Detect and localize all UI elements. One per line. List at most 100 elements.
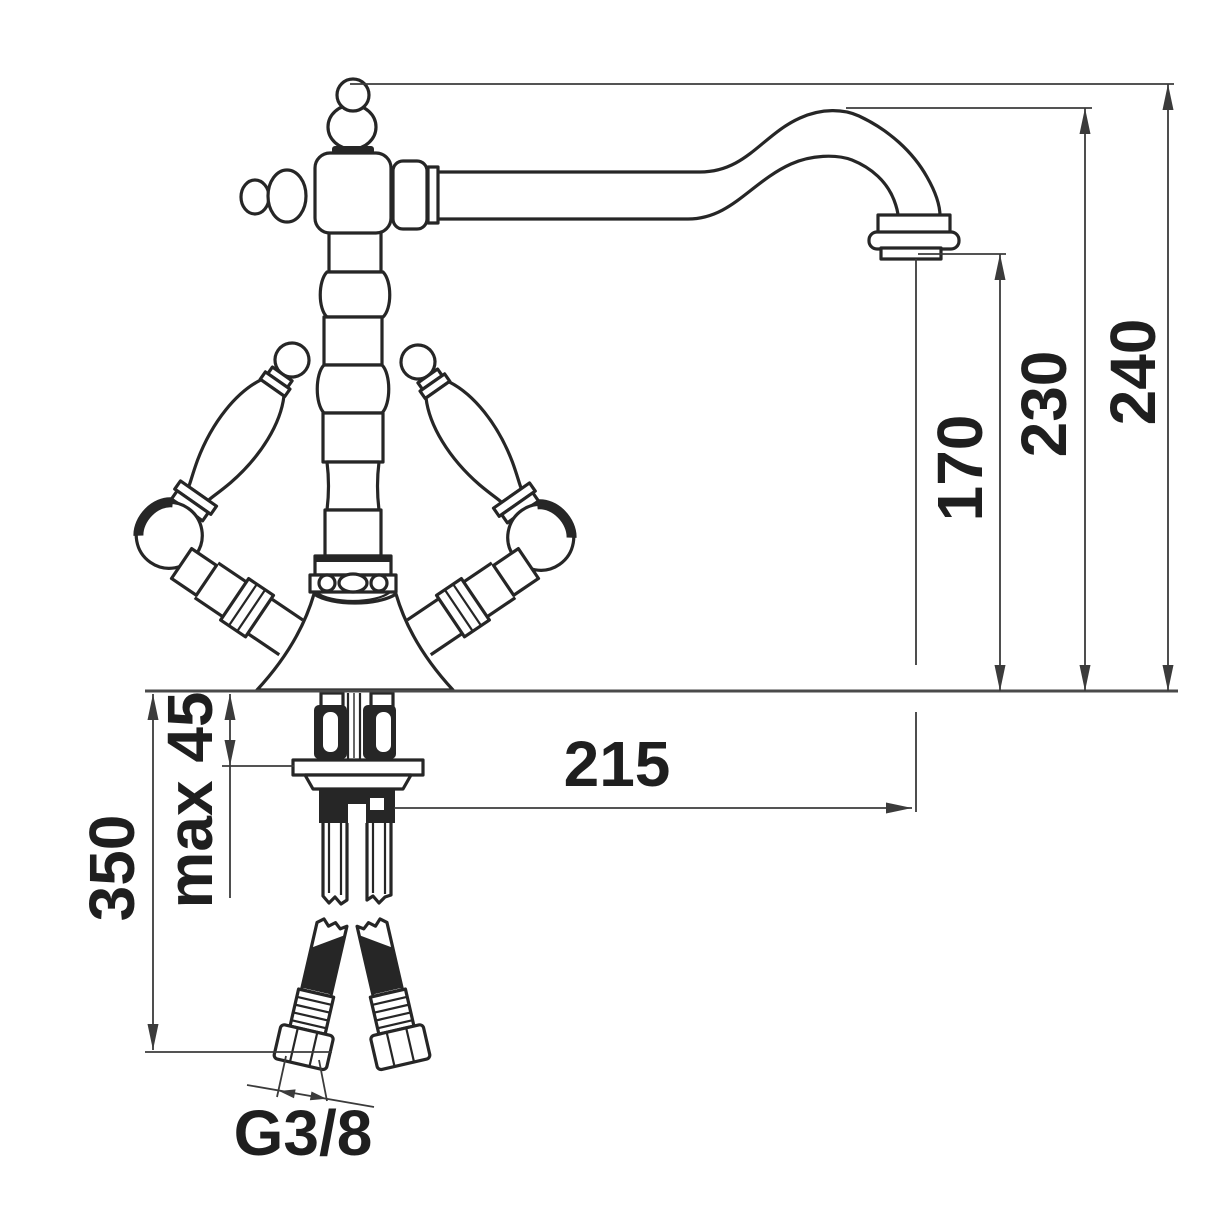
rib-line xyxy=(294,1003,331,1014)
hose-left xyxy=(272,917,349,1072)
spout-bottom-edge xyxy=(437,154,900,221)
valve-body xyxy=(239,77,440,235)
arrow-up xyxy=(994,254,1006,280)
mounting-nut-left xyxy=(319,802,348,823)
sleeve-line xyxy=(228,583,258,627)
arrow-up xyxy=(224,694,236,720)
rib-line xyxy=(291,1019,327,1030)
arrow-up xyxy=(1079,108,1091,134)
base-cone xyxy=(255,592,455,692)
rib-line xyxy=(377,1019,413,1030)
column xyxy=(308,230,398,603)
arrow-right xyxy=(309,1091,327,1101)
column-seg xyxy=(323,508,383,558)
spout-hub-rings xyxy=(426,165,440,225)
rib-line xyxy=(292,1011,329,1022)
spout-hub xyxy=(391,159,429,231)
column-bulge xyxy=(318,270,392,319)
mounting-nut-notch xyxy=(370,798,384,810)
hose-right xyxy=(355,917,432,1072)
handle-right-grip xyxy=(424,380,523,505)
handle-left-arm-sleeve xyxy=(219,577,276,639)
arrow-down xyxy=(1079,665,1091,691)
handle-left xyxy=(133,341,311,570)
arrow-left xyxy=(279,1089,296,1099)
body-block xyxy=(313,151,393,235)
rib-line xyxy=(296,995,333,1006)
base-dish xyxy=(315,591,391,603)
column-neck xyxy=(325,460,381,512)
spout xyxy=(437,109,961,261)
spout-top-edge xyxy=(437,109,942,217)
rib-line xyxy=(375,1011,412,1022)
dim-outlet-height: 170 xyxy=(924,254,1006,691)
column-seg xyxy=(321,411,385,464)
handle-right-arm-sleeve xyxy=(434,577,491,639)
rib-line xyxy=(371,995,408,1006)
stud-left-top xyxy=(319,691,345,709)
dim-hose-length: 350 xyxy=(76,694,159,1050)
side-knob-small-ball xyxy=(239,178,271,216)
column-flange-band xyxy=(316,556,390,562)
arrow-down xyxy=(224,740,236,766)
g38-ext-right xyxy=(318,1059,328,1102)
faucet-above-counter xyxy=(133,77,961,692)
handle-left-grip xyxy=(187,378,286,503)
dim-max-deck-thickness: max 45 xyxy=(154,691,236,909)
column-seg xyxy=(322,315,384,367)
handle-left-ball-shadow xyxy=(133,497,174,537)
arrow-up xyxy=(1162,84,1174,110)
dim-line-g38 xyxy=(246,1084,375,1108)
dim-label-hose-length: 350 xyxy=(76,815,148,922)
handle-left-joint-neck xyxy=(169,547,219,597)
column-bulge xyxy=(315,363,391,415)
dim-spout-top-height: 230 xyxy=(1008,108,1091,691)
mounting-plate-skirt xyxy=(303,773,413,791)
hose-right-nut xyxy=(369,1023,432,1072)
column-seg xyxy=(327,230,383,274)
handle-right-ball-shadow xyxy=(536,499,577,539)
dim-spout-reach: 215 xyxy=(394,728,912,814)
arrow-up xyxy=(147,694,159,720)
supply-tube-left xyxy=(321,823,349,906)
rib-line xyxy=(373,1003,410,1014)
supply-tube-right xyxy=(365,823,393,905)
handle-left-lower-arm xyxy=(169,547,304,657)
dim-label-overall-height: 240 xyxy=(1097,319,1169,426)
stud-right-capsule xyxy=(374,710,393,754)
dim-label-spout-top-height: 230 xyxy=(1008,351,1080,458)
dim-label-max-deck-thickness: max 45 xyxy=(154,691,226,908)
hose-left-nut xyxy=(272,1023,335,1072)
arrow-down xyxy=(994,665,1006,691)
sleeve-line xyxy=(443,589,474,632)
handle-right xyxy=(399,343,577,572)
dim-label-outlet-height: 170 xyxy=(924,415,996,522)
collar-oval-center xyxy=(337,572,369,594)
arrow-right xyxy=(886,802,912,814)
side-knob-ball xyxy=(266,168,308,224)
handle-right-lower-arm xyxy=(406,547,541,657)
nut-facet xyxy=(288,1027,299,1063)
collar-oval-left xyxy=(317,573,337,593)
finial-top-ball xyxy=(335,77,371,113)
stud-right-top xyxy=(369,691,395,709)
nut-facet xyxy=(308,1032,319,1067)
dim-label-supply-thread: G3/8 xyxy=(234,1097,373,1169)
dim-overall-height: 240 xyxy=(1097,84,1174,691)
dim-supply-thread: G3/8 xyxy=(234,1055,375,1169)
handle-right-joint-neck xyxy=(491,547,541,597)
sleeve-line xyxy=(452,583,482,627)
dimensions: 240 230 170 215 350 xyxy=(76,83,1174,1169)
arrow-down xyxy=(147,1024,159,1050)
nut-facet xyxy=(385,1032,396,1067)
nut-facet xyxy=(405,1027,416,1063)
hose-left-shade xyxy=(301,935,345,995)
mounting-plate xyxy=(291,758,425,777)
collar-oval-right xyxy=(369,573,389,593)
dim-label-spout-reach: 215 xyxy=(564,728,671,800)
hose-right-shade xyxy=(359,935,403,995)
finial-band xyxy=(332,146,374,154)
under-counter-assembly xyxy=(272,691,432,1072)
